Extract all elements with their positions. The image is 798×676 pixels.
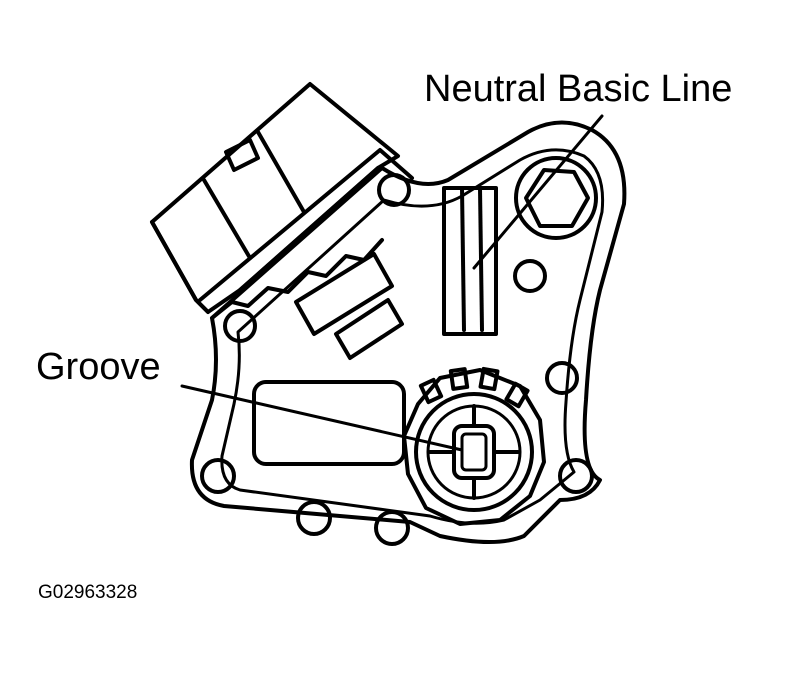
neutral-basic-line-label: Neutral Basic Line xyxy=(424,68,733,110)
groove-leader-line xyxy=(180,384,464,452)
mounting-holes xyxy=(200,173,594,546)
rotor-assembly xyxy=(402,366,546,526)
neutral-slot xyxy=(442,186,498,336)
inner-outline xyxy=(220,148,605,525)
groove-label: Groove xyxy=(36,346,161,388)
connector-housing xyxy=(150,82,414,320)
hex-bolt xyxy=(514,156,598,240)
figure-id: G02963328 xyxy=(38,582,138,603)
neutral-leader-line xyxy=(472,114,604,270)
switch-body xyxy=(189,120,627,544)
rect-pads xyxy=(252,252,406,466)
